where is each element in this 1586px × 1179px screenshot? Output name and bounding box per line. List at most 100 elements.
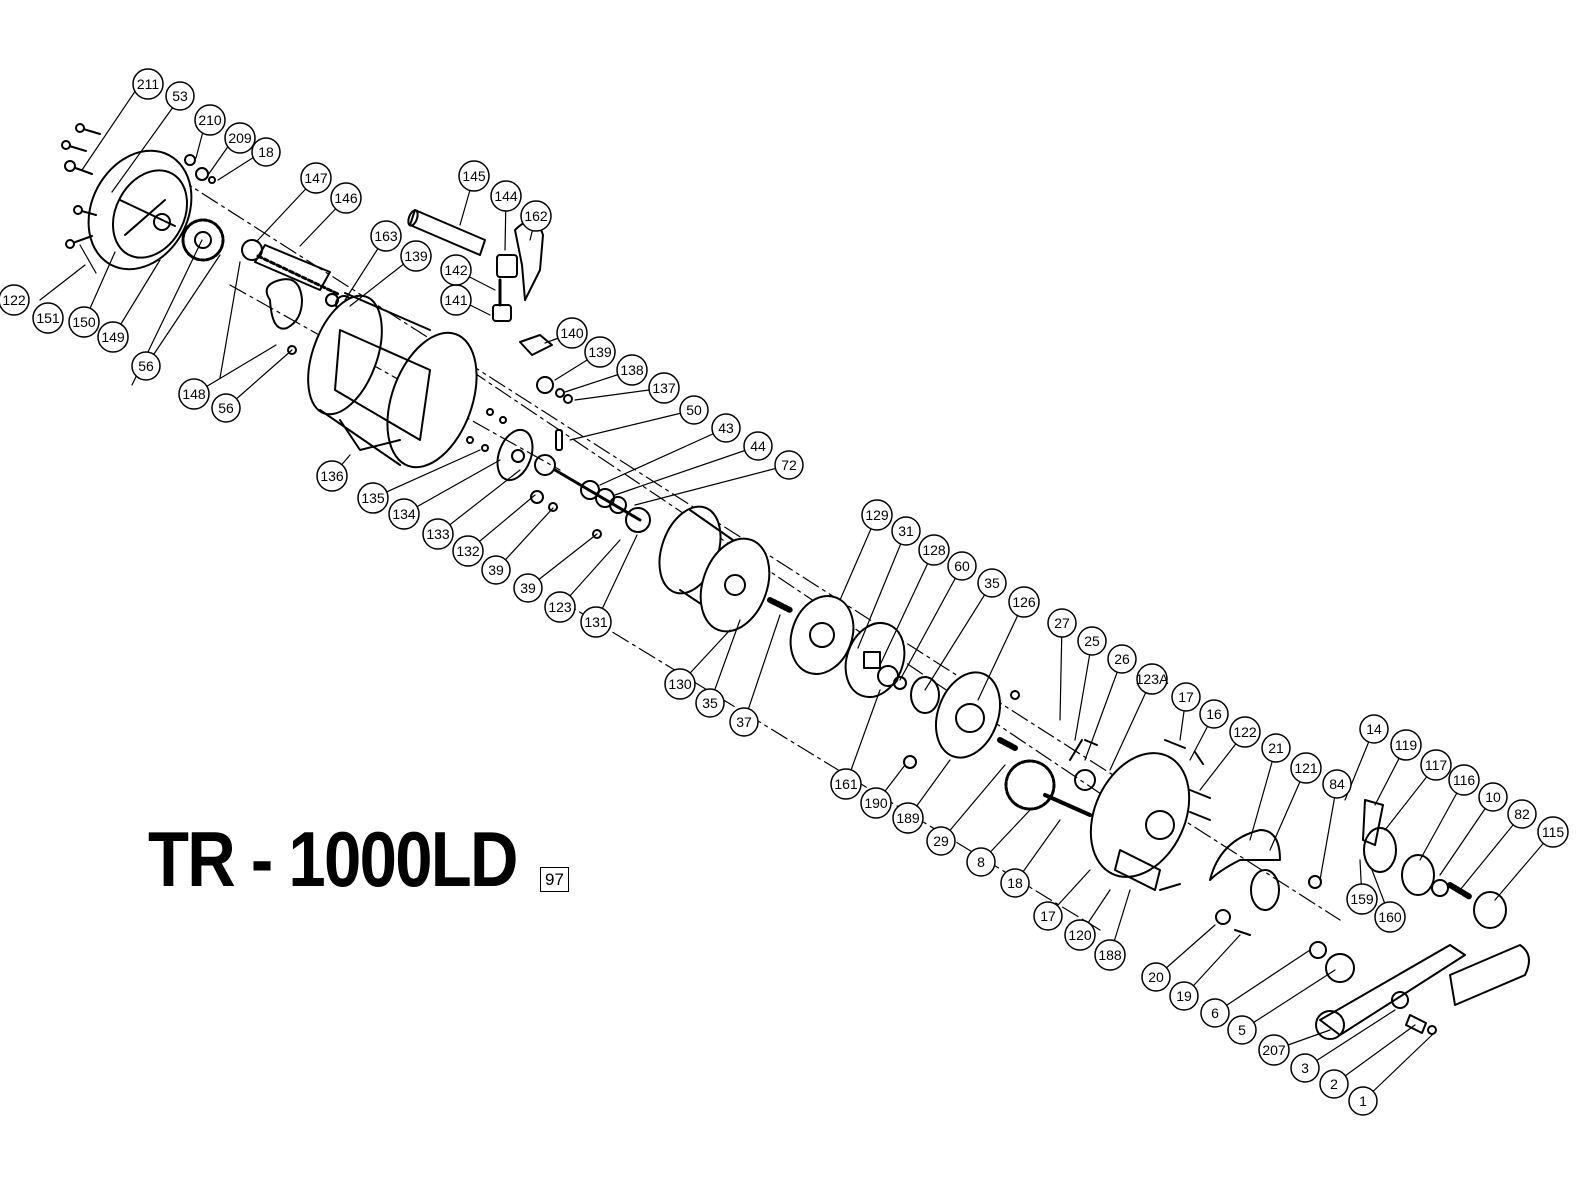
part-number: 190: [864, 795, 888, 811]
part-callout-145: 145: [458, 160, 490, 192]
part-callout-60: 60: [947, 551, 977, 581]
part-callout-122: 122: [0, 284, 30, 316]
reel-frame: [307, 292, 478, 469]
part-number: 189: [896, 810, 920, 826]
part-number: 121: [1294, 760, 1318, 776]
part-callout-144: 144: [490, 180, 522, 212]
part-number: 122: [1233, 724, 1257, 740]
part-number: 35: [702, 695, 718, 711]
left-plate-screws: [61, 123, 101, 249]
part-number: 84: [1329, 776, 1345, 792]
part-callout-3: 3: [1290, 1053, 1320, 1083]
part-number: 145: [462, 168, 486, 184]
part-number: 159: [1350, 891, 1374, 907]
left-side-plate: [87, 149, 193, 271]
part-labels: 1235681014161717181819202125262729313535…: [0, 68, 1569, 1116]
part-number: 151: [36, 310, 60, 326]
part-callout-29: 29: [926, 826, 956, 856]
part-number: 163: [374, 228, 398, 244]
part-callout-116: 116: [1448, 764, 1480, 796]
part-callout-5: 5: [1227, 1015, 1257, 1045]
part-number: 140: [560, 325, 584, 341]
part-number: 44: [750, 438, 766, 454]
part-number: 139: [404, 248, 428, 264]
part-number: 209: [228, 130, 252, 146]
part-callout-1: 1: [1348, 1086, 1378, 1116]
part-number: 39: [520, 580, 536, 596]
spool-shaft: [530, 454, 651, 539]
part-callout-138: 138: [616, 354, 648, 386]
part-callout-82: 82: [1507, 799, 1537, 829]
part-number: 134: [392, 506, 416, 522]
part-callout-16: 16: [1199, 699, 1229, 729]
part-callout-162: 162: [520, 200, 552, 232]
worm-shaft: [241, 239, 353, 313]
part-callout-39: 39: [513, 573, 543, 603]
part-callout-17: 17: [1033, 901, 1063, 931]
part-callout-43: 43: [711, 413, 741, 443]
part-callout-209: 209: [224, 122, 256, 154]
part-callout-148: 148: [178, 378, 210, 410]
part-number: 132: [456, 543, 480, 559]
part-callout-121: 121: [1290, 752, 1322, 784]
year-code-box: 97: [540, 867, 569, 892]
part-callout-126: 126: [1008, 586, 1040, 618]
part-callout-18: 18: [251, 137, 281, 167]
part-number: 188: [1098, 947, 1122, 963]
part-callout-131: 131: [580, 606, 612, 638]
part-callout-115: 115: [1537, 816, 1569, 848]
drag-washers: [789, 595, 907, 698]
part-number: 128: [922, 542, 946, 558]
part-callout-146: 146: [330, 182, 362, 214]
part-callout-56: 56: [131, 351, 161, 381]
spool: [658, 505, 771, 633]
part-number: 123: [548, 599, 572, 615]
part-callout-161: 161: [830, 768, 862, 800]
part-number: 161: [834, 776, 858, 792]
part-number: 3: [1301, 1060, 1309, 1076]
part-callout-14: 14: [1359, 714, 1389, 744]
part-number: 29: [933, 833, 949, 849]
part-callout-142: 142: [440, 254, 472, 286]
part-number: 19: [1176, 988, 1192, 1004]
reel-parts-drawing: [39, 83, 1554, 1102]
part-callout-120: 120: [1064, 919, 1096, 951]
gear: [181, 218, 225, 262]
part-number: 141: [444, 292, 468, 308]
part-number: 8: [977, 854, 985, 870]
part-number: 131: [584, 614, 608, 630]
part-callout-139: 139: [400, 240, 432, 272]
part-callout-44: 44: [743, 431, 773, 461]
part-callout-123: 123: [544, 591, 576, 623]
part-number: 133: [426, 526, 450, 542]
part-number: 60: [954, 558, 970, 574]
part-number: 136: [320, 468, 344, 484]
part-number: 27: [1054, 615, 1070, 631]
part-callout-84: 84: [1322, 769, 1352, 799]
part-callout-134: 134: [388, 498, 420, 530]
part-callout-31: 31: [891, 516, 921, 546]
part-callout-6: 6: [1200, 998, 1230, 1028]
part-number: 207: [1262, 1042, 1286, 1058]
part-callout-147: 147: [300, 162, 332, 194]
part-callout-150: 150: [68, 306, 100, 338]
part-callout-19: 19: [1169, 981, 1199, 1011]
part-number: 139: [588, 344, 612, 360]
part-callout-72: 72: [774, 450, 804, 480]
part-number: 10: [1485, 789, 1501, 805]
part-callout-130: 130: [664, 668, 696, 700]
part-callout-149: 149: [97, 321, 129, 353]
part-callout-129: 129: [861, 499, 893, 531]
part-callout-18: 18: [1000, 868, 1030, 898]
drive-gear: [903, 671, 1092, 817]
part-number: 162: [524, 208, 548, 224]
part-callout-119: 119: [1390, 729, 1422, 761]
part-number: 20: [1148, 969, 1164, 985]
part-callout-123A: 123A: [1136, 663, 1169, 695]
part-callout-151: 151: [32, 302, 64, 334]
part-number: 115: [1542, 824, 1565, 840]
part-callout-163: 163: [370, 220, 402, 252]
part-callout-133: 133: [422, 518, 454, 550]
part-number: 146: [334, 190, 358, 206]
part-callout-26: 26: [1107, 644, 1137, 674]
